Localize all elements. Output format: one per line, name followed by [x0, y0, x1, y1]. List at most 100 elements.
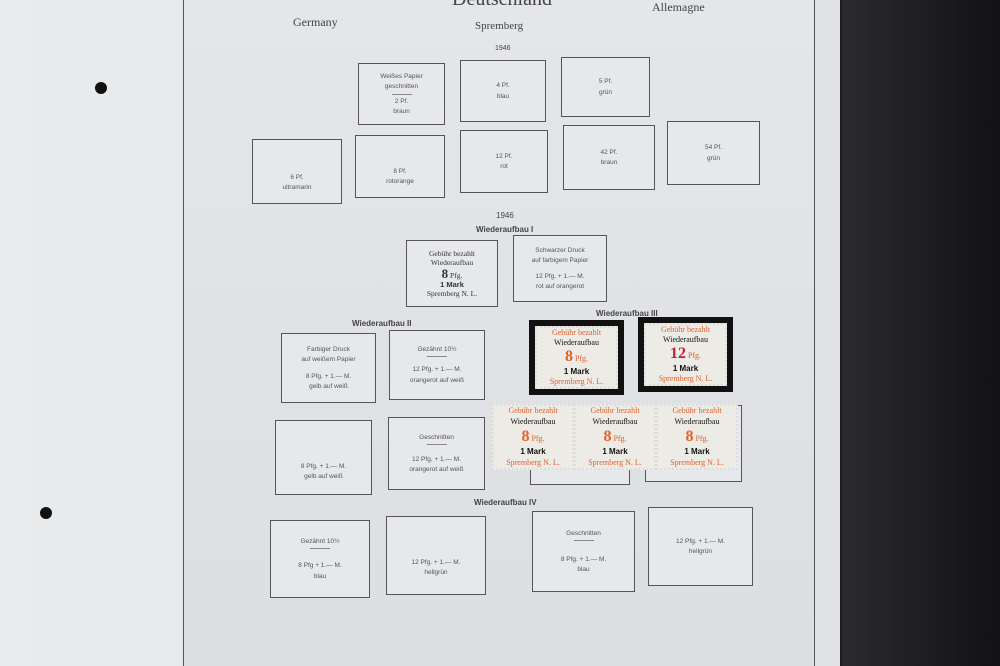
label-text: Gebühr bezahlt — [660, 325, 711, 335]
wavy-underline — [426, 443, 447, 445]
label-text: 8 Pfg. + 1.— M. — [300, 462, 347, 470]
stamp-space: Geschnitten 8 Pfg. + 1.— M. blau — [532, 511, 635, 592]
label-text: 1 Mark — [672, 363, 699, 373]
label-text: Wiederaufbau — [554, 338, 599, 348]
stamp-space: Gezähnt 10½ 8 Pfg + 1.— M. blau — [270, 520, 370, 598]
label-text: Pfg. — [687, 351, 702, 361]
label-text: 8 — [685, 427, 694, 445]
label-text: gelb auf weiß — [304, 472, 343, 480]
label-text: Gebühr bezahlt — [672, 406, 722, 416]
label-text: blau — [577, 566, 590, 574]
label-text: Wiederaufbau — [510, 417, 556, 427]
label-text: rot auf orangerot — [535, 283, 585, 291]
stamp-space: 42 Pf. braun — [563, 125, 655, 190]
label-text: 6 Pf. — [290, 173, 304, 181]
label-text: Pfg. — [574, 354, 589, 364]
label-text: 12 Pfg. + 1.— M. — [411, 558, 461, 566]
label-text: 8 — [603, 427, 612, 445]
label-text: orangerot auf weiß — [409, 466, 464, 474]
label-text: 12 Pfg. — [646, 346, 725, 362]
label-text: 8 Pfg. + 1.— M. — [560, 555, 607, 563]
label-text: rotorange — [386, 177, 414, 185]
label-text: Wiederaufbau — [674, 417, 720, 427]
label-text: ultramarin — [282, 183, 312, 191]
stamp-space: 12 Pfg. + 1.— M.hellgrün — [386, 516, 486, 595]
label-text: 54 Pf. — [705, 144, 722, 152]
label-text: Gezähnt 10½ — [417, 346, 457, 354]
label-text: Geschnitten — [566, 529, 601, 537]
wavy-underline — [427, 356, 447, 358]
label-text: braun — [600, 159, 618, 166]
label-text: 12 Pfg. + 1.— M. — [412, 455, 461, 463]
label-text: Gebühr bezahlt — [551, 328, 602, 338]
label-text: 8 Pfg. — [658, 427, 736, 445]
label-text: 12 Pf. — [495, 152, 513, 160]
label-text: 8 Pfg. — [494, 427, 572, 445]
label-text: auf farbigem Papier — [531, 256, 589, 264]
label-text: 8 Pfg. — [537, 349, 616, 365]
label-text: Geschnitten — [419, 433, 454, 441]
wavy-underline — [573, 539, 594, 541]
title-left: Germany — [293, 15, 338, 29]
year-label: 1946 — [496, 211, 514, 220]
label-text: 8 Pfg. — [407, 267, 497, 280]
label-text: blau — [313, 572, 327, 580]
label-text: 4 Pf. — [496, 82, 510, 90]
label-text: Pfg. — [695, 433, 709, 443]
label-text: Spremberg N. L. — [549, 376, 604, 386]
label-text: 8 Pfg. — [576, 427, 654, 445]
label-text: Gebühr bezahlt — [590, 406, 640, 416]
stamp-space: 8 Pf. rotorange — [355, 135, 445, 198]
stamp-space: 8 Pfg. + 1.— M. gelb auf weiß — [275, 420, 372, 495]
label-text: Wiederaufbau — [430, 257, 474, 267]
punch-hole — [95, 82, 107, 94]
label-text: Pfg. — [613, 433, 627, 443]
label-text: grün — [598, 88, 612, 96]
wavy-underline — [310, 548, 330, 550]
stamp-space: 12 Pfg. + 1.— M. hellgrün — [648, 507, 753, 586]
label-text: Pfg. — [450, 271, 463, 280]
label-text: Spremberg N. L. — [588, 457, 642, 467]
label-text: rot — [500, 163, 508, 170]
stamp-space: 5 Pf. grün — [561, 57, 650, 117]
label-text: 8 Pf. — [393, 167, 407, 175]
label-text: Farbiger Druck — [307, 346, 350, 354]
label-text: 1 Mark — [440, 280, 464, 289]
label-text: Gebühr bezahlt — [428, 249, 476, 258]
title-right: Allemagne — [652, 0, 705, 14]
label-text: hellgrün — [688, 548, 713, 555]
label-text: Gezähnt 10½ — [300, 538, 340, 546]
stamp-space: Geschnitten 12 Pfg. + 1.— M. orangerot auf… — [388, 417, 485, 490]
label-text: 8 Pfg + 1.— M. — [298, 562, 342, 570]
wavy-underline — [391, 93, 412, 95]
label-text: 1 Mark — [602, 446, 628, 456]
label-text: 5 Pf. — [598, 78, 613, 86]
label-text: 12 Pfg. + 1.— M. — [676, 537, 725, 545]
label-text: Wiederaufbau — [663, 335, 708, 345]
stamp-space: 54 Pf.grün — [667, 121, 760, 185]
label-text: 2 Pf. — [394, 97, 409, 105]
label-text: 8 — [521, 427, 530, 445]
year-label: 1946 — [495, 45, 511, 52]
label-text: Spremberg N. L. — [658, 373, 713, 383]
dark-background — [842, 0, 1000, 666]
punch-hole — [40, 507, 52, 519]
subtitle: Spremberg — [475, 20, 524, 32]
label-text: Weißes Papier — [380, 73, 423, 81]
label-text: 42 Pf. — [600, 148, 618, 156]
section-title: Wiederaufbau IV — [474, 498, 537, 507]
label-text: 12 Pfg. + 1.— M. — [412, 366, 462, 374]
label-text: gelb auf weiß — [309, 382, 348, 390]
label-text: Spremberg N. L. — [670, 457, 724, 467]
section-title: Wiederaufbau I — [476, 225, 534, 234]
label-text: Spremberg N. L. — [506, 457, 560, 467]
